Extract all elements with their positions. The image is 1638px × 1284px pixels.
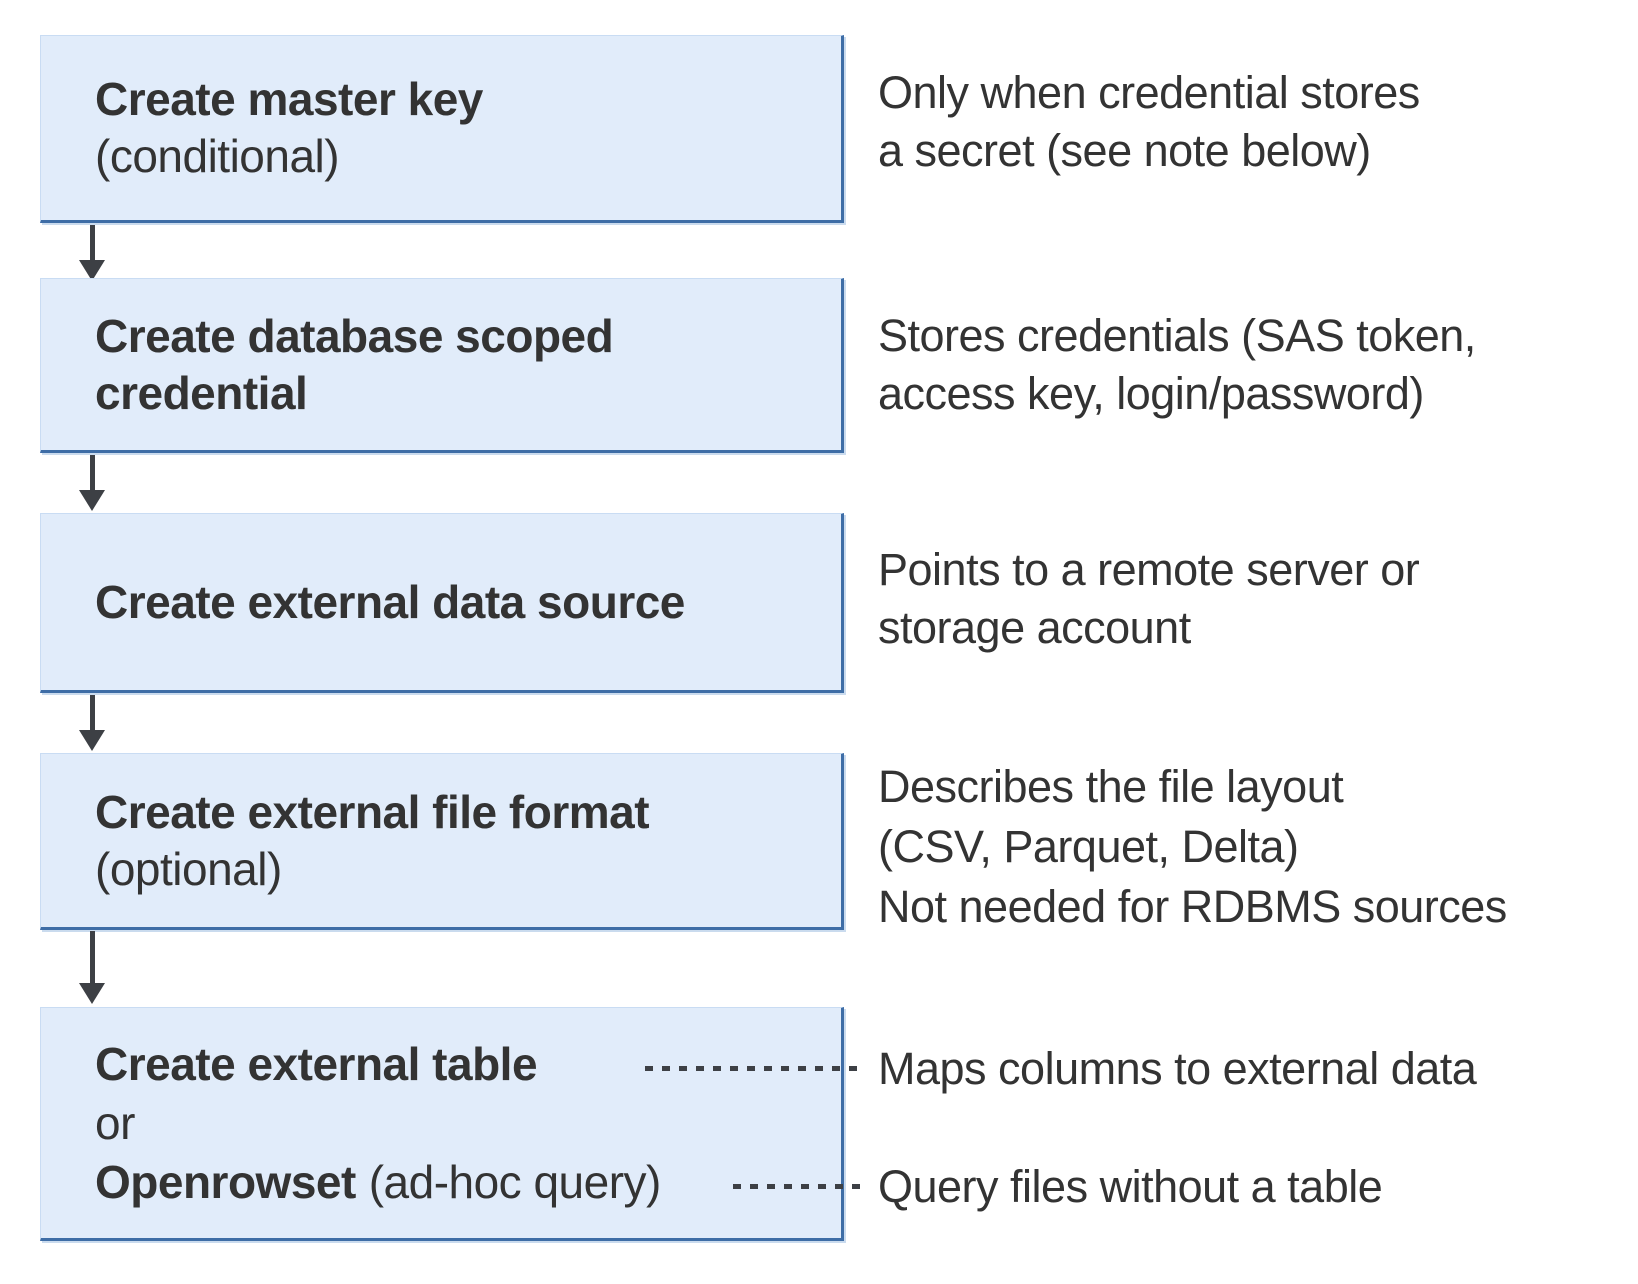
arrow-stem: [89, 455, 95, 490]
dashed-connector: [645, 1066, 865, 1071]
arrow-stem: [89, 225, 95, 260]
flow-box-subtitle: (optional): [95, 842, 282, 895]
annotation-line: a secret (see note below): [878, 125, 1371, 176]
flow-box-external-table-openrowset: Create external table or Openrowset(ad-h…: [40, 1007, 844, 1241]
annotation-openrowset: Query files without a table: [878, 1158, 1618, 1216]
arrow-head: [79, 490, 105, 511]
flow-box-title: credential: [95, 366, 308, 419]
arrow-head: [79, 260, 105, 281]
flow-box-conjunction: or: [95, 1096, 135, 1149]
annotation-line: access key, login/password): [878, 368, 1424, 419]
annotation-line: Not needed for RDBMS sources: [878, 881, 1507, 932]
arrow-head: [79, 983, 105, 1004]
annotation-line: Stores credentials (SAS token,: [878, 310, 1476, 361]
annotation-line: Only when credential stores: [878, 67, 1420, 118]
flow-box-external-file-format: Create external file format (optional): [40, 753, 844, 930]
annotation-external-table: Maps columns to external data: [878, 1040, 1618, 1098]
annotation-line: Describes the file layout: [878, 761, 1344, 812]
flow-box-title: Create database scoped: [95, 309, 614, 362]
flow-box-master-key: Create master key (conditional): [40, 35, 844, 223]
annotation-line: (CSV, Parquet, Delta): [878, 821, 1299, 872]
flow-box-option2-bold: Openrowset: [95, 1155, 356, 1208]
annotation-scoped-credential: Stores credentials (SAS token, access ke…: [878, 307, 1618, 423]
arrow-stem: [89, 695, 95, 730]
arrow-down-icon: [79, 455, 105, 511]
arrow-down-icon: [79, 931, 105, 1004]
annotation-external-file-format: Describes the file layout (CSV, Parquet,…: [878, 757, 1618, 937]
flow-box-option2-note: (ad-hoc query): [368, 1155, 662, 1208]
flow-box-external-data-source: Create external data source: [40, 513, 844, 693]
annotation-master-key: Only when credential stores a secret (se…: [878, 64, 1618, 180]
annotation-line: storage account: [878, 602, 1191, 653]
arrow-down-icon: [79, 695, 105, 751]
flow-box-option1: Create external table: [95, 1037, 538, 1090]
arrow-down-icon: [79, 225, 105, 281]
arrow-stem: [89, 931, 95, 983]
flow-box-title: Create master key: [95, 73, 483, 125]
flow-box-subtitle: (conditional): [95, 130, 340, 182]
annotation-external-data-source: Points to a remote server or storage acc…: [878, 541, 1618, 657]
arrow-head: [79, 730, 105, 751]
flow-box-option2: Openrowset(ad-hoc query): [95, 1153, 841, 1212]
flow-box-title: Create external file format: [95, 785, 650, 838]
dashed-connector: [733, 1184, 865, 1189]
flow-box-title: Create external data source: [95, 575, 685, 628]
flow-box-scoped-credential: Create database scoped credential: [40, 278, 844, 453]
annotation-line: Maps columns to external data: [878, 1043, 1477, 1094]
annotation-line: Query files without a table: [878, 1161, 1383, 1212]
annotation-line: Points to a remote server or: [878, 544, 1420, 595]
